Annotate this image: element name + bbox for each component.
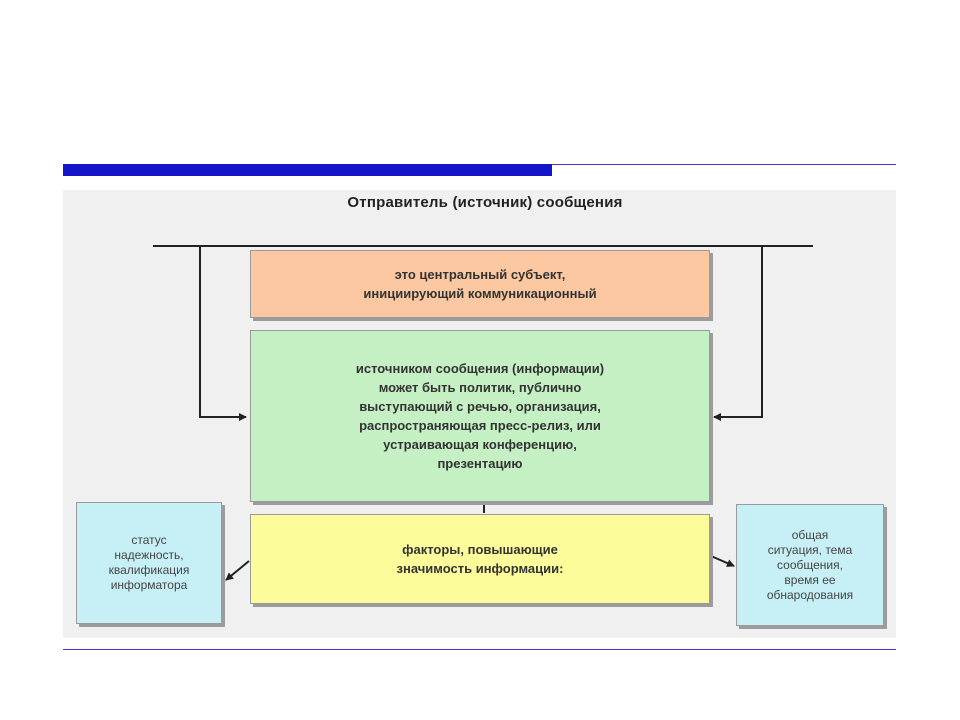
message-source-text: источником сообщения (информации) может … [355,361,605,471]
yellow-to-right-arrow [710,555,735,567]
significance-factors-text: факторы, повышающие значимость информаци… [396,542,564,576]
yellow-to-left-arrow [225,560,250,581]
message-source-box: источником сообщения (информации) может … [250,330,710,502]
informant-status-text: статус надежность, квалификация информат… [108,533,190,592]
situation-context-box: общая ситуация, тема сообщения, время ее… [736,504,884,626]
diagram-title: Отправитель (источник) сообщения [347,194,623,211]
situation-context-text: общая ситуация, тема сообщения, время ее… [766,527,854,602]
header-accent-bar [63,164,552,176]
header-divider-line [552,164,896,165]
central-subject-text: это центральный субъект, инициирующий ко… [363,267,597,301]
informant-status-box: статус надежность, квалификация информат… [76,502,222,624]
footer-divider-line [63,649,896,650]
right-bracket-arrow [713,246,763,421]
central-subject-box: это центральный субъект, инициирующий ко… [250,250,710,318]
left-bracket-arrow [199,246,247,421]
significance-factors-box: факторы, повышающие значимость информаци… [250,514,710,604]
